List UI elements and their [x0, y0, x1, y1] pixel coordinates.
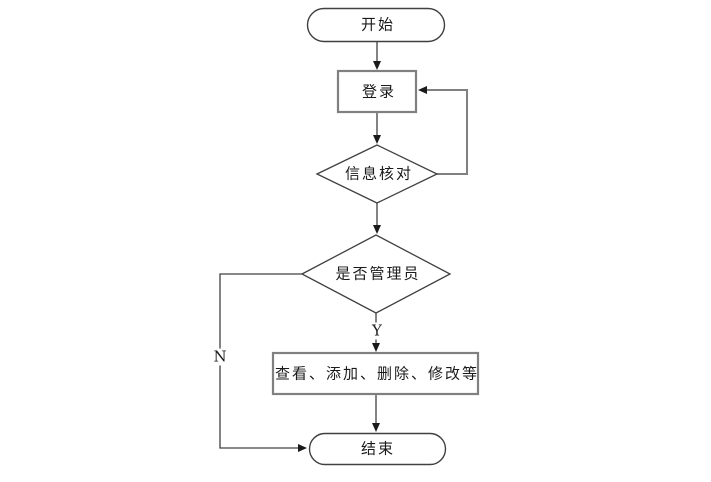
end-terminator-shape: [308, 432, 447, 466]
start-terminator-shape: [306, 7, 446, 43]
edge-verify-loop-to-login: [426, 89, 468, 175]
verify-decision-shape: [315, 144, 439, 204]
login-label: 登录: [361, 82, 397, 101]
start-label: 开始: [360, 15, 396, 34]
login-process-shape: [336, 69, 418, 114]
arrowhead-into-isadmin: [373, 225, 381, 234]
yes-edge-label: Y: [368, 322, 386, 340]
arrowhead-into-end-top: [372, 423, 380, 432]
arrowhead-into-login: [373, 61, 381, 70]
arrowhead-into-end-left: [298, 444, 307, 452]
isadmin-decision-shape: [300, 234, 452, 314]
no-edge-label: N: [209, 348, 231, 366]
verify-label: 信息核对: [344, 164, 414, 183]
isadmin-label: 是否管理员: [335, 264, 421, 283]
arrowhead-into-actions: [372, 343, 380, 352]
arrowhead-loop-into-login: [418, 86, 427, 94]
end-label: 结束: [360, 439, 396, 458]
actions-process-shape: [271, 351, 480, 396]
arrowhead-into-verify: [373, 135, 381, 144]
actions-label: 查看、添加、删除、修改等: [274, 364, 480, 383]
